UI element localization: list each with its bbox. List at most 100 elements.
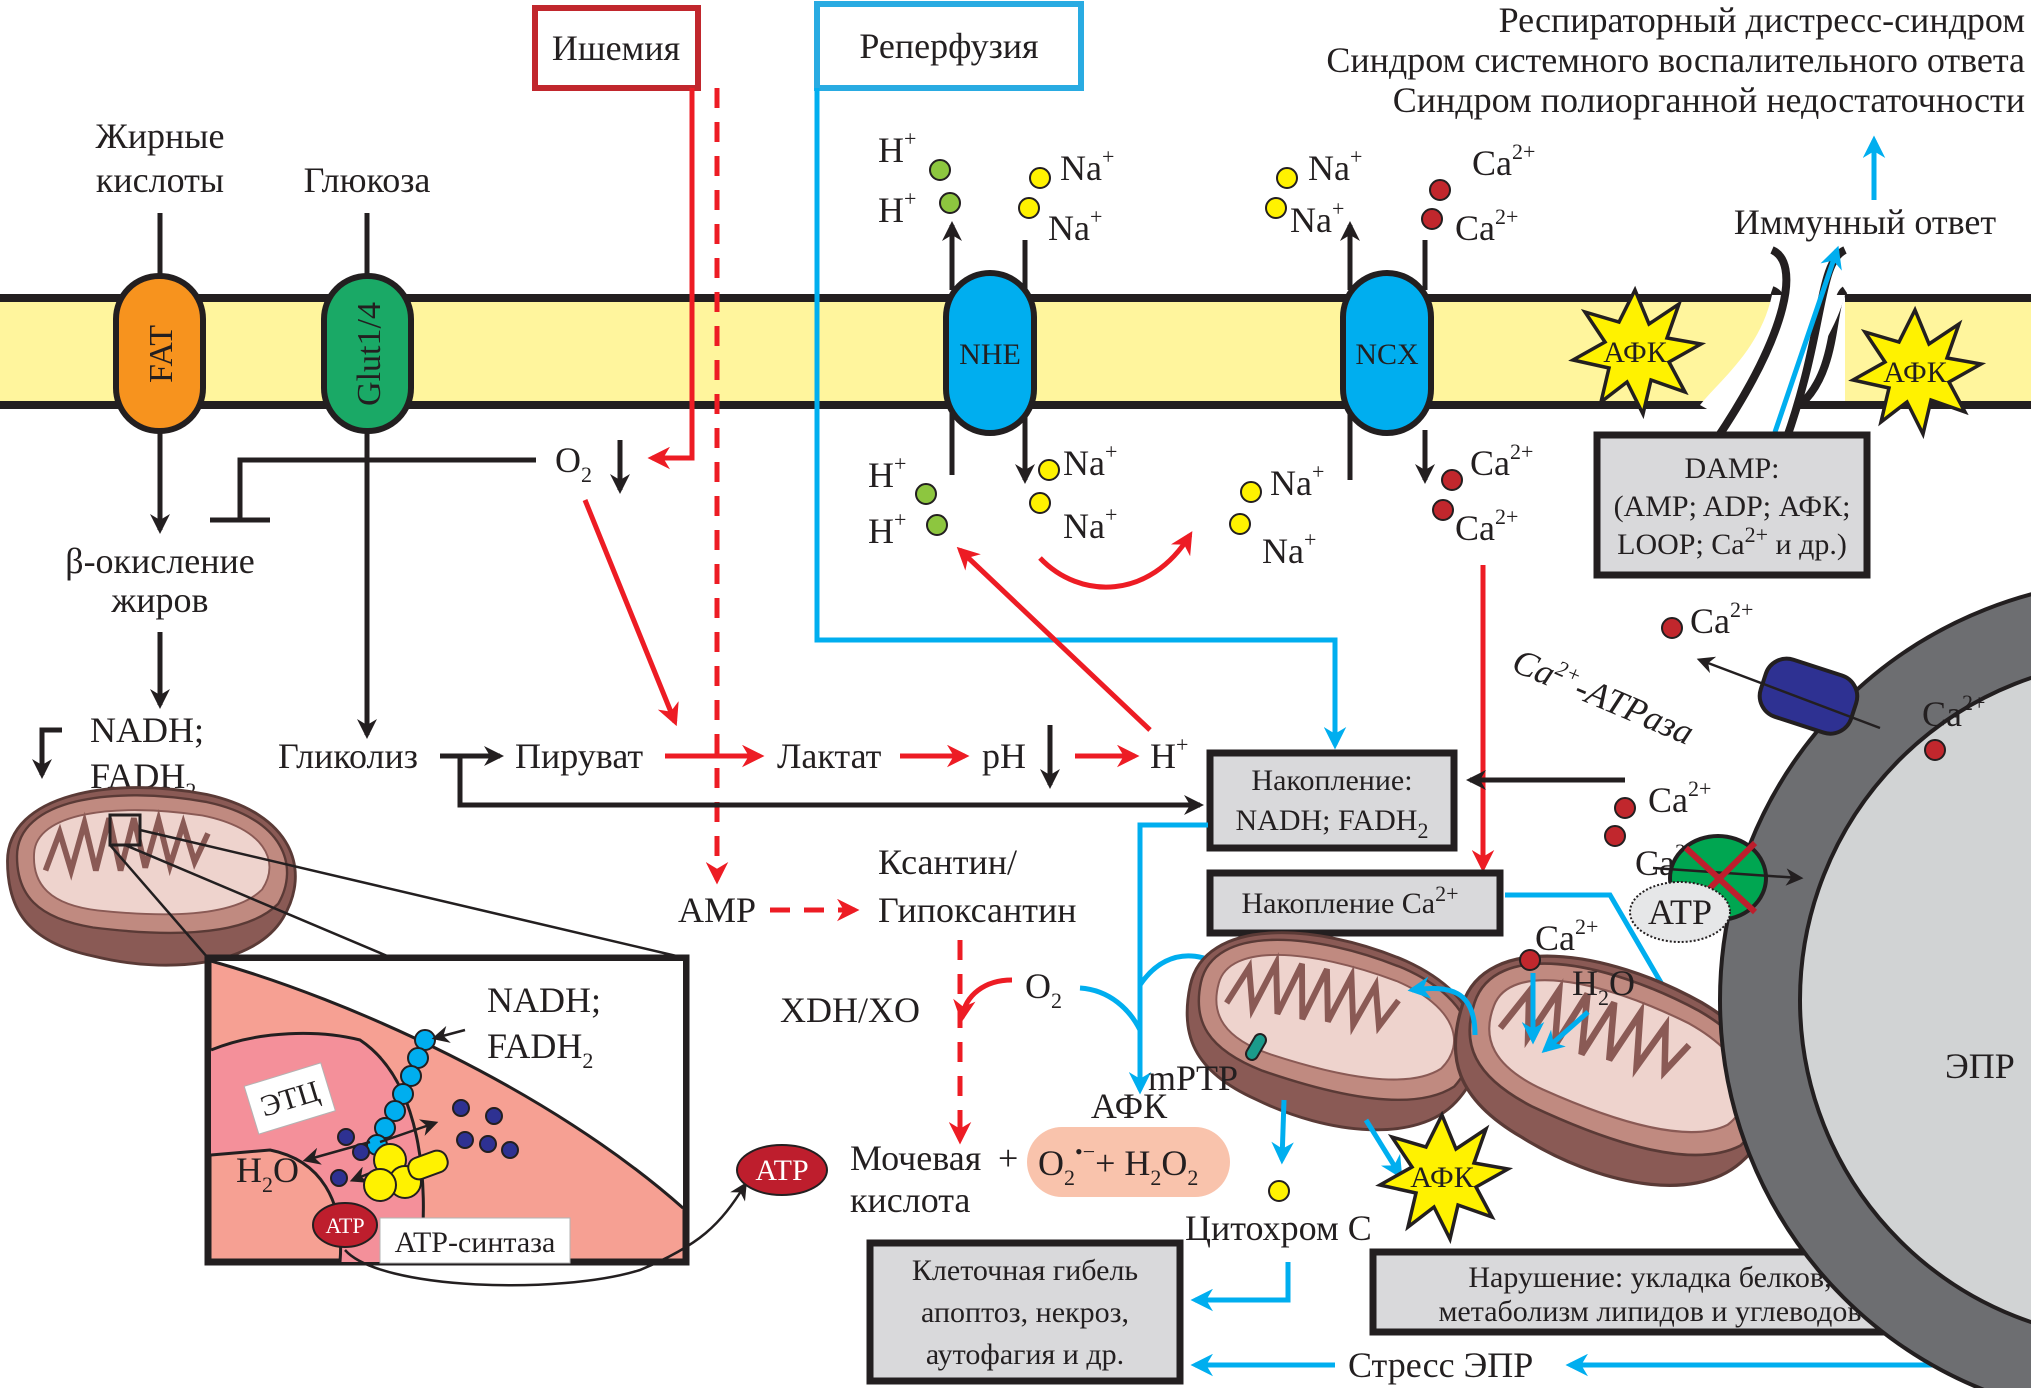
afk-star-mito: АФК	[1378, 1113, 1510, 1241]
svg-text:H+: H+	[868, 451, 906, 495]
damp-to-immune-arrow	[1772, 245, 1842, 433]
damp-box: DAMP: (AMP; ADP; АФК; LOOP; Ca2+ и др.)	[1593, 431, 1871, 579]
ca-accumulation-box: Накопление Ca2+	[1206, 869, 1504, 937]
glucose-label: Глюкоза	[304, 160, 431, 200]
mitochondrion-mptp	[1168, 911, 1497, 1152]
svg-text:LOOP; Ca2+ и др.): LOOP; Ca2+ и др.)	[1617, 522, 1847, 561]
svg-text:ATP: ATP	[755, 1154, 808, 1187]
etc-label-box: ЭТЦ	[243, 1062, 336, 1135]
svg-text:NADH; FADH2: NADH; FADH2	[1236, 804, 1429, 843]
uric-acid-label-2: кислота	[850, 1180, 970, 1220]
outcome-mods: Синдром полиорганной недостаточности	[1393, 80, 2025, 120]
nadh-label: NADH;	[90, 710, 204, 750]
er-stress-label: Стресс ЭПР	[1348, 1345, 1533, 1385]
svg-text:H+: H+	[878, 186, 916, 230]
svg-text:Na+: Na+	[1308, 144, 1362, 188]
proton-dots	[330, 1099, 519, 1187]
svg-text:ATP: ATP	[1648, 892, 1712, 932]
na-transfer-arrow	[1038, 531, 1193, 590]
endoplasmic-reticulum: ЭПР	[1718, 592, 2031, 1388]
svg-text:H2O: H2O	[236, 1150, 299, 1197]
ph-label: pH	[982, 736, 1026, 776]
amp-label: AMP	[678, 890, 756, 930]
svg-text:FAT: FAT	[143, 325, 180, 383]
svg-text:Нарушение: укладка белков,: Нарушение: укладка белков,	[1468, 1261, 1831, 1294]
cytochrome-c-label: Цитохром С	[1185, 1208, 1372, 1248]
svg-text:апоптоз, некроз,: апоптоз, некроз,	[921, 1296, 1129, 1329]
mptp-label: mPTP	[1148, 1058, 1238, 1098]
xdh-xo-label: XDH/XO	[780, 990, 920, 1030]
svg-text:Ca2+: Ca2+	[1455, 204, 1518, 248]
inset-nadh-label: NADH;	[487, 980, 601, 1020]
ion-group-top-nhe: H+ H+ Na+ Na+	[878, 126, 1114, 248]
svg-text:метаболизм липидов и углеводов: метаболизм липидов и углеводов	[1438, 1295, 1861, 1328]
svg-text:Glut1/4: Glut1/4	[351, 302, 388, 406]
atp-synthase	[363, 1143, 449, 1202]
uric-acid-label-1: Мочевая	[850, 1138, 981, 1178]
immune-response-label: Иммунный ответ	[1734, 202, 1997, 242]
mptp-pore	[1245, 1033, 1267, 1061]
ncx-exchanger: NCX	[1340, 221, 1435, 484]
ros-pill: АФК O2•−+ H2O2	[1027, 1086, 1230, 1197]
svg-text:Na+: Na+	[1060, 144, 1114, 188]
svg-text:H+: H+	[878, 126, 916, 170]
svg-text:аутофагия и др.: аутофагия и др.	[926, 1338, 1124, 1371]
svg-text:Ca2+: Ca2+	[1455, 504, 1518, 548]
svg-text:Na+: Na+	[1290, 196, 1344, 240]
fat-transporter: FAT	[113, 273, 206, 434]
ion-group-ncx: Na+ Na+ Na+ Na+ Ca2+ Ca2+ Ca2+ Ca2+	[1229, 139, 1535, 571]
xanthine-label-2: Гипоксантин	[878, 890, 1077, 930]
systemic-outcomes: Респираторный дистресс-синдром Синдром с…	[1326, 0, 2025, 242]
er-label: ЭПР	[1945, 1046, 2015, 1086]
svg-text:АФК: АФК	[1410, 1161, 1474, 1194]
svg-text:FADH2: FADH2	[487, 1026, 593, 1073]
beta-oxidation-label-1: β-окисление	[65, 541, 255, 581]
svg-text:+: +	[998, 1138, 1018, 1178]
svg-text:Ca2+-ATPаза: Ca2+-ATPаза	[1507, 639, 1701, 753]
glycolysis-to-nadh-arrow	[457, 756, 1204, 815]
pyruvate-label: Пируват	[515, 736, 643, 776]
atp-badge	[736, 1144, 828, 1196]
svg-text:Накопление:: Накопление:	[1251, 764, 1412, 797]
outcome-ards: Респираторный дистресс-синдром	[1499, 0, 2025, 40]
svg-text:H2O: H2O	[1572, 963, 1635, 1010]
afk-star-membrane-1: АФК	[1571, 288, 1703, 416]
cytochrome-c-dot	[1268, 1180, 1290, 1202]
xanthine-label-1: Ксантин/	[878, 842, 1017, 882]
atp-synthase-label: ATP-синтаза	[395, 1226, 556, 1259]
svg-text:Na+: Na+	[1063, 502, 1117, 546]
ischemia-to-o2-arrow	[647, 88, 695, 470]
svg-text:АФК: АФК	[1603, 336, 1667, 369]
svg-text:Накопление Ca2+: Накопление Ca2+	[1241, 881, 1458, 920]
reperfusion-box: Реперфузия	[814, 1, 1084, 91]
o2-to-pyruvate-arrow	[582, 499, 679, 727]
etc-inset: NADH; FADH2 ЭТЦ H2O ATP ATP-синтаза	[204, 954, 690, 1266]
fatty-acids-label-2: кислоты	[96, 160, 224, 200]
svg-text:DAMP:: DAMP:	[1684, 452, 1779, 485]
svg-text:Ca2+: Ca2+	[1648, 776, 1711, 820]
ischemia-label: Ишемия	[552, 28, 680, 68]
mitochondrion-overview	[7, 788, 295, 966]
h-plus-label: H+	[1150, 732, 1188, 776]
o2-inhibition-line	[210, 457, 536, 523]
beta-oxidation-label-2: жиров	[110, 580, 208, 620]
o2-label: O2	[555, 440, 592, 487]
ca-atpase-pump	[1696, 656, 1881, 736]
inset-atp-badge	[312, 1202, 378, 1248]
o2-reperfusion-label: O2	[1025, 966, 1062, 1013]
svg-text:Na+: Na+	[1270, 459, 1324, 503]
svg-text:Na+: Na+	[1063, 439, 1117, 483]
afk-star-membrane-2: АФК	[1851, 308, 1983, 436]
atp-export-arrow	[344, 1182, 747, 1287]
svg-text:АФК: АФК	[1091, 1086, 1168, 1126]
svg-text:АФК: АФК	[1883, 356, 1947, 389]
svg-text:NHE: NHE	[959, 338, 1021, 371]
outcome-sirs: Синдром системного воспалительного ответ…	[1326, 40, 2025, 80]
lactate-label: Лактат	[777, 736, 882, 776]
er-atp-badge: ATP	[1629, 881, 1731, 943]
svg-text:(AMP; ADP; АФК;: (AMP; ADP; АФК;	[1614, 490, 1851, 523]
ion-group-bottom-nhe: H+ H+ Na+ Na+	[868, 439, 1117, 551]
svg-text:Ca2+: Ca2+	[1690, 597, 1753, 641]
nhe-exchanger: NHE	[942, 221, 1037, 484]
